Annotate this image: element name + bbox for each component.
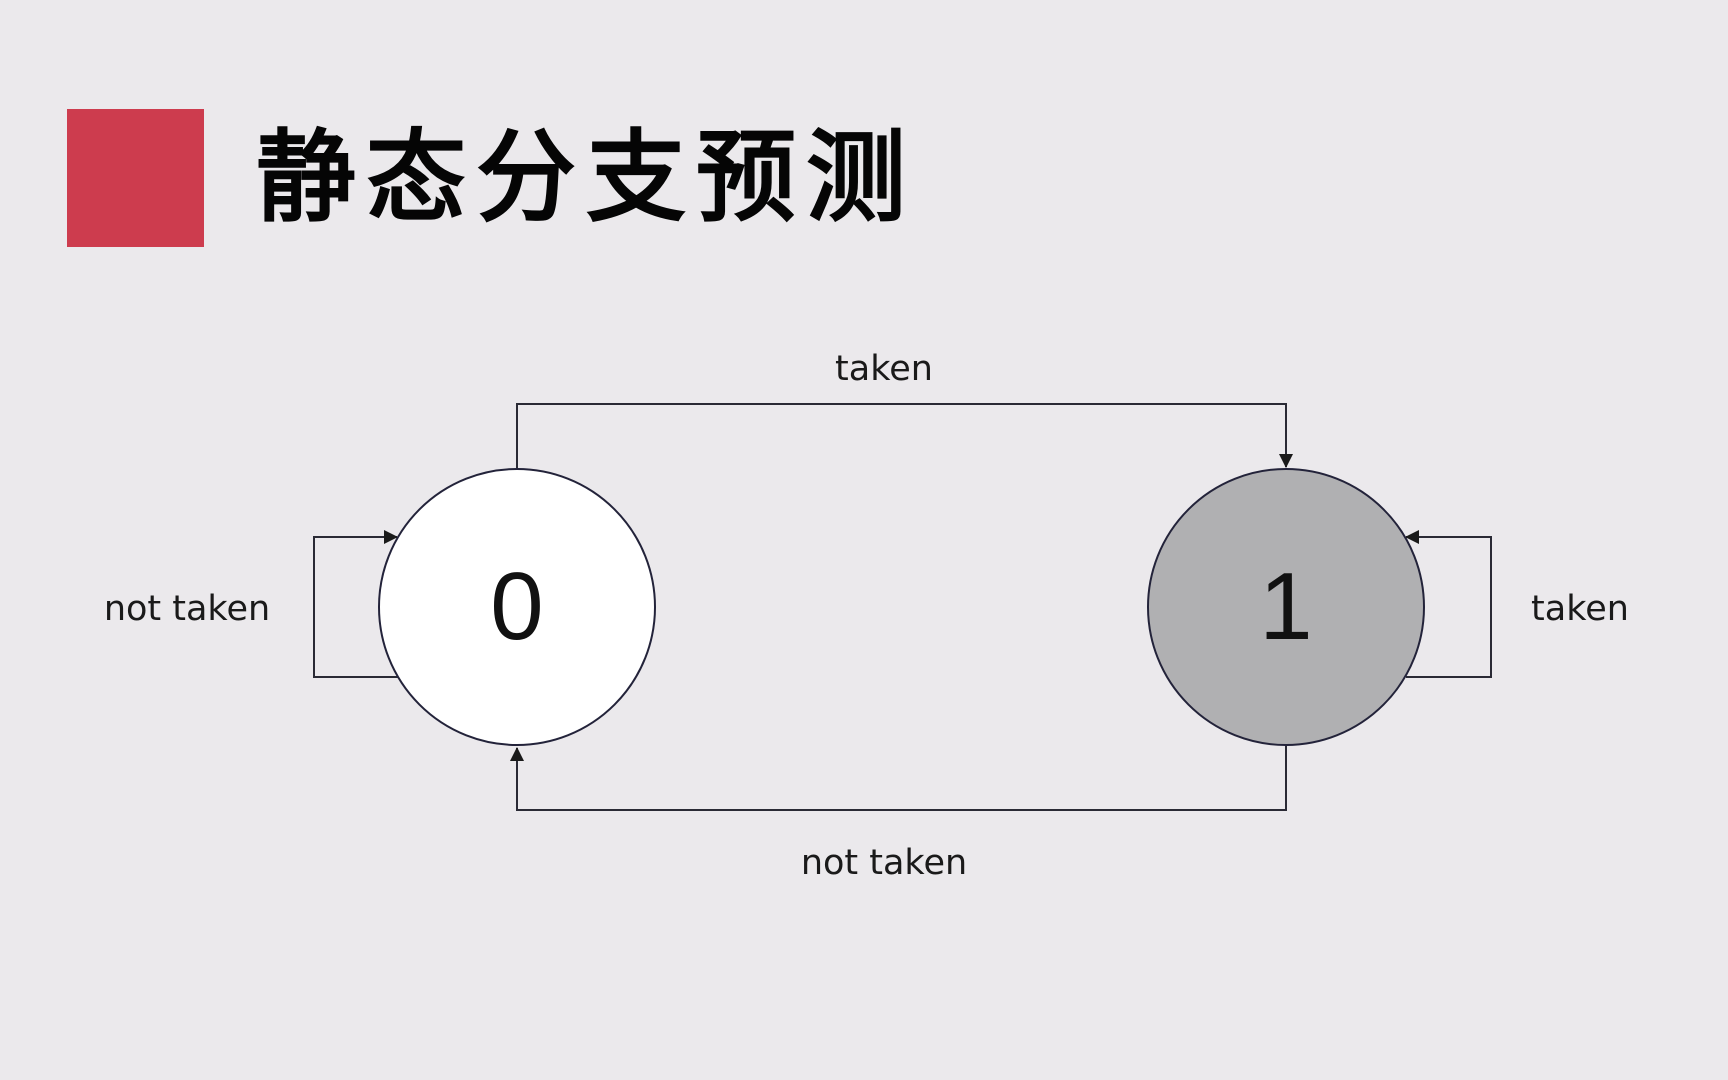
transition-0-to-1-arrow [516,403,1293,468]
state-1-node [1147,468,1425,746]
state-1-label: 1 [1259,553,1313,660]
transition-1-to-0-arrow [510,746,1287,811]
state-0-node [378,468,656,746]
title-accent-block [67,109,204,247]
transition-1-to-0-label: not taken [800,843,968,883]
self-loop-0-arrow [313,530,398,678]
state-0-label: 0 [490,553,544,660]
transition-0-to-1-label: taken [835,349,933,389]
self-loop-1-arrow [1405,530,1492,678]
self-loop-0-label: not taken [103,589,271,629]
slide-title: 静态分支预测 [256,119,916,236]
self-loop-1-label: taken [1531,589,1629,629]
